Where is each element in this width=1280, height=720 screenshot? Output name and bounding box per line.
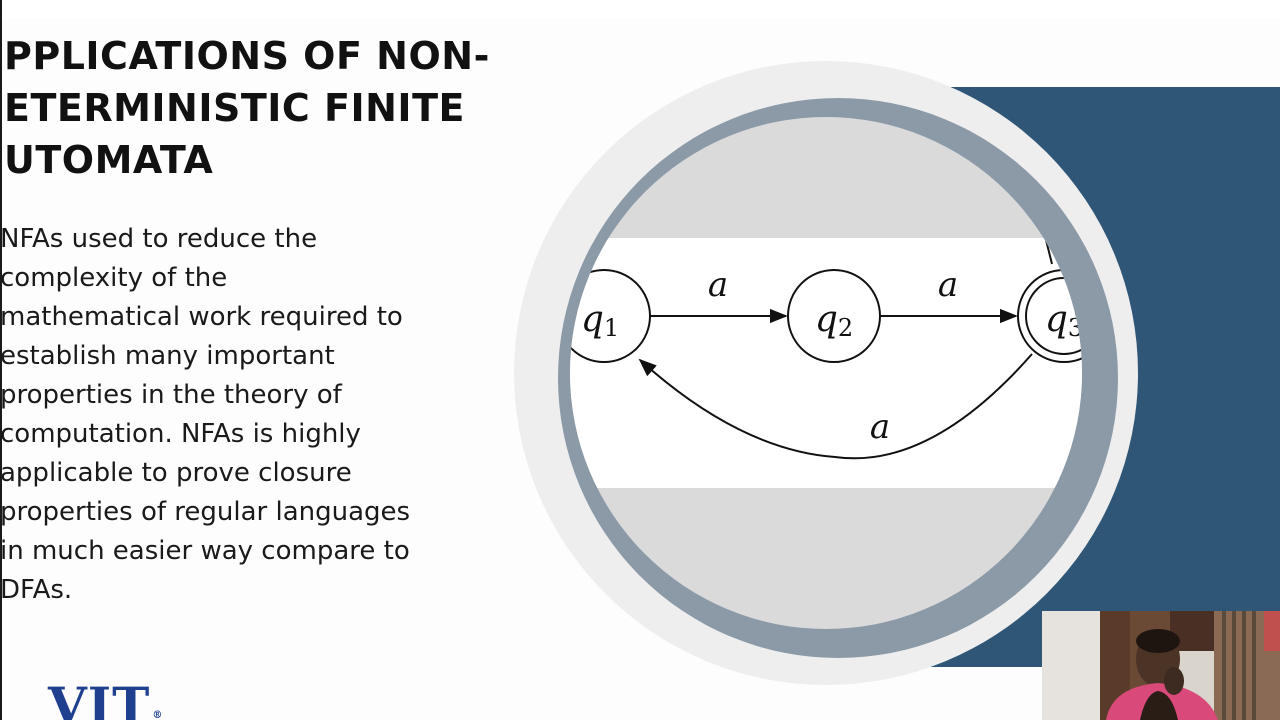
title-line: UTOMATA	[4, 138, 214, 182]
body-line: mathematical work required to	[0, 302, 403, 332]
top-strip	[0, 0, 1280, 18]
slide-left-edge	[0, 0, 2, 720]
body-line: properties of regular languages	[0, 497, 411, 527]
transition-q1-q2-label: a	[708, 265, 728, 305]
slide-title: PPLICATIONS OF NON- ETERMINISTIC FINITE …	[4, 30, 524, 186]
presenter-video-icon	[1042, 611, 1280, 720]
body-line: applicable to prove closure	[0, 458, 352, 488]
title-line: ETERMINISTIC FINITE	[4, 86, 465, 130]
vit-logo: VIT®	[48, 676, 164, 720]
transition-q3-q1-label: a	[870, 407, 890, 447]
title-line: PPLICATIONS OF NON-	[4, 34, 490, 78]
body-line: complexity of the	[0, 263, 228, 293]
body-line: in much easier way compare to	[0, 536, 410, 566]
transition-q3-q1	[638, 353, 1033, 460]
body-line: establish many important	[0, 341, 335, 371]
presenter-webcam-overlay	[1042, 611, 1280, 720]
body-paragraph: NFAs used to reduce the complexity of th…	[0, 220, 462, 610]
body-line: NFAs used to reduce the	[0, 224, 318, 254]
body-line: properties in the theory of	[0, 380, 342, 410]
body-line: computation. NFAs is highly	[0, 419, 361, 449]
state-q1-label: q1	[581, 299, 619, 342]
logo-text: VIT	[48, 676, 151, 720]
state-q2-label: q2	[815, 299, 853, 342]
body-line: DFAs.	[0, 575, 73, 605]
registered-mark: ®	[152, 710, 164, 720]
transition-q2-q3-label: a	[938, 265, 958, 305]
